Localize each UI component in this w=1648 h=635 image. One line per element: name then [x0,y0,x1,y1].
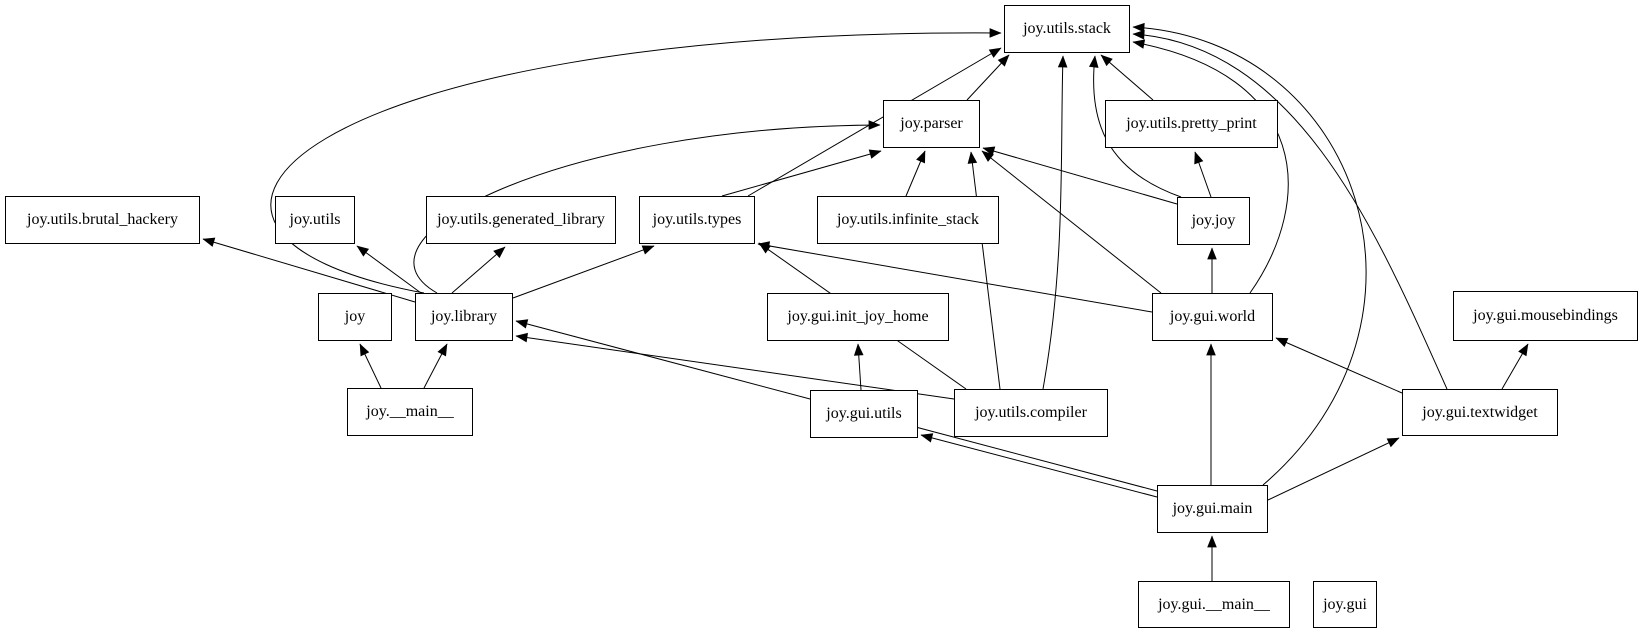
edge-joy.gui.world->joy.parser [981,150,1162,294]
edge-joy.gui.world->joy.utils.types [757,241,1153,313]
edge-joy.parser->joy.utils.stack [966,54,1010,101]
node-joy-gui-mousebindings: joy.gui.mousebindings [1453,291,1638,341]
node-joy-gui-world: joy.gui.world [1152,293,1273,341]
node-joy-utils-stack: joy.utils.stack [1004,5,1130,53]
node-joy-gui-init-joy-home: joy.gui.init_joy_home [767,293,949,341]
node-joy-gui-main-module: joy.gui.__main__ [1138,581,1290,628]
node-joy-utils-pretty-print: joy.utils.pretty_print [1105,100,1278,148]
node-joy-gui-utils: joy.gui.utils [810,390,918,438]
node-joy-parser: joy.parser [883,100,980,148]
edge-joy.gui.world->joy.utils.stack [1132,39,1289,294]
node-joy-library: joy.library [415,293,513,341]
node-joy-utils-generated-library: joy.utils.generated_library [426,196,616,244]
edge-joy.utils.compiler->joy.library [515,332,955,400]
node-joy: joy [318,293,392,341]
node-joy-gui-main: joy.gui.main [1157,485,1268,533]
node-joy-gui: joy.gui [1313,581,1377,628]
edge-joy.utils.infinite_stack->joy.parser [905,150,926,197]
edge-joy.library->joy.utils.brutal_hackery [202,237,416,303]
node-joy-utils-infinite-stack: joy.utils.infinite_stack [817,196,999,244]
edge-joy.library->joy.utils.stack [270,28,1002,294]
edge-joy.gui.main->joy.utils.stack [1132,22,1367,486]
edge-joy.utils.types->joy.utils.stack [747,47,1002,197]
node-joy-utils-types: joy.utils.types [639,196,755,244]
node-joy-utils: joy.utils [275,196,355,244]
edge-joy.library->joy.utils [356,245,422,294]
node-joy-joy: joy.joy [1177,197,1250,245]
edge-joy.gui.textwidget->joy.utils.stack [1132,29,1448,390]
node-joy-utils-compiler: joy.utils.compiler [954,389,1108,437]
edge-joy.library->joy.utils.generated_library [451,246,506,294]
edge-joy.gui.textwidget->joy.gui.world [1275,337,1403,394]
edge-joy.joy->joy.utils.pretty_print [1194,151,1212,198]
edge-joy.utils.compiler->joy.utils.stack [1042,55,1068,390]
node-joy-main: joy.__main__ [347,388,473,436]
node-joy-utils-brutal-hackery: joy.utils.brutal_hackery [5,196,200,244]
node-joy-gui-textwidget: joy.gui.textwidget [1402,389,1558,436]
edge-joy.__main__->joy [359,343,382,389]
edge-joy.library->joy.parser [413,120,881,294]
edge-joy.gui.utils->joy.gui.init_joy_home [853,343,864,391]
edge-joy.utils.types->joy.parser [721,149,882,197]
edge-joy.utils.pretty_print->joy.utils.stack [1100,54,1154,101]
edge-joy.__main__->joy.library [423,343,448,389]
edge-joy.gui.main->joy.gui.textwidget [1267,437,1400,501]
edge-joy.library->joy.utils.types [512,245,655,299]
edge-joy.gui.main->joy.gui.utils [920,433,1158,498]
edge-joy.utils.compiler->joy.parser [967,151,1001,390]
edge-joy.gui.textwidget->joy.gui.mousebindings [1501,343,1529,390]
edge-joy.joy->joy.parser [982,146,1178,205]
